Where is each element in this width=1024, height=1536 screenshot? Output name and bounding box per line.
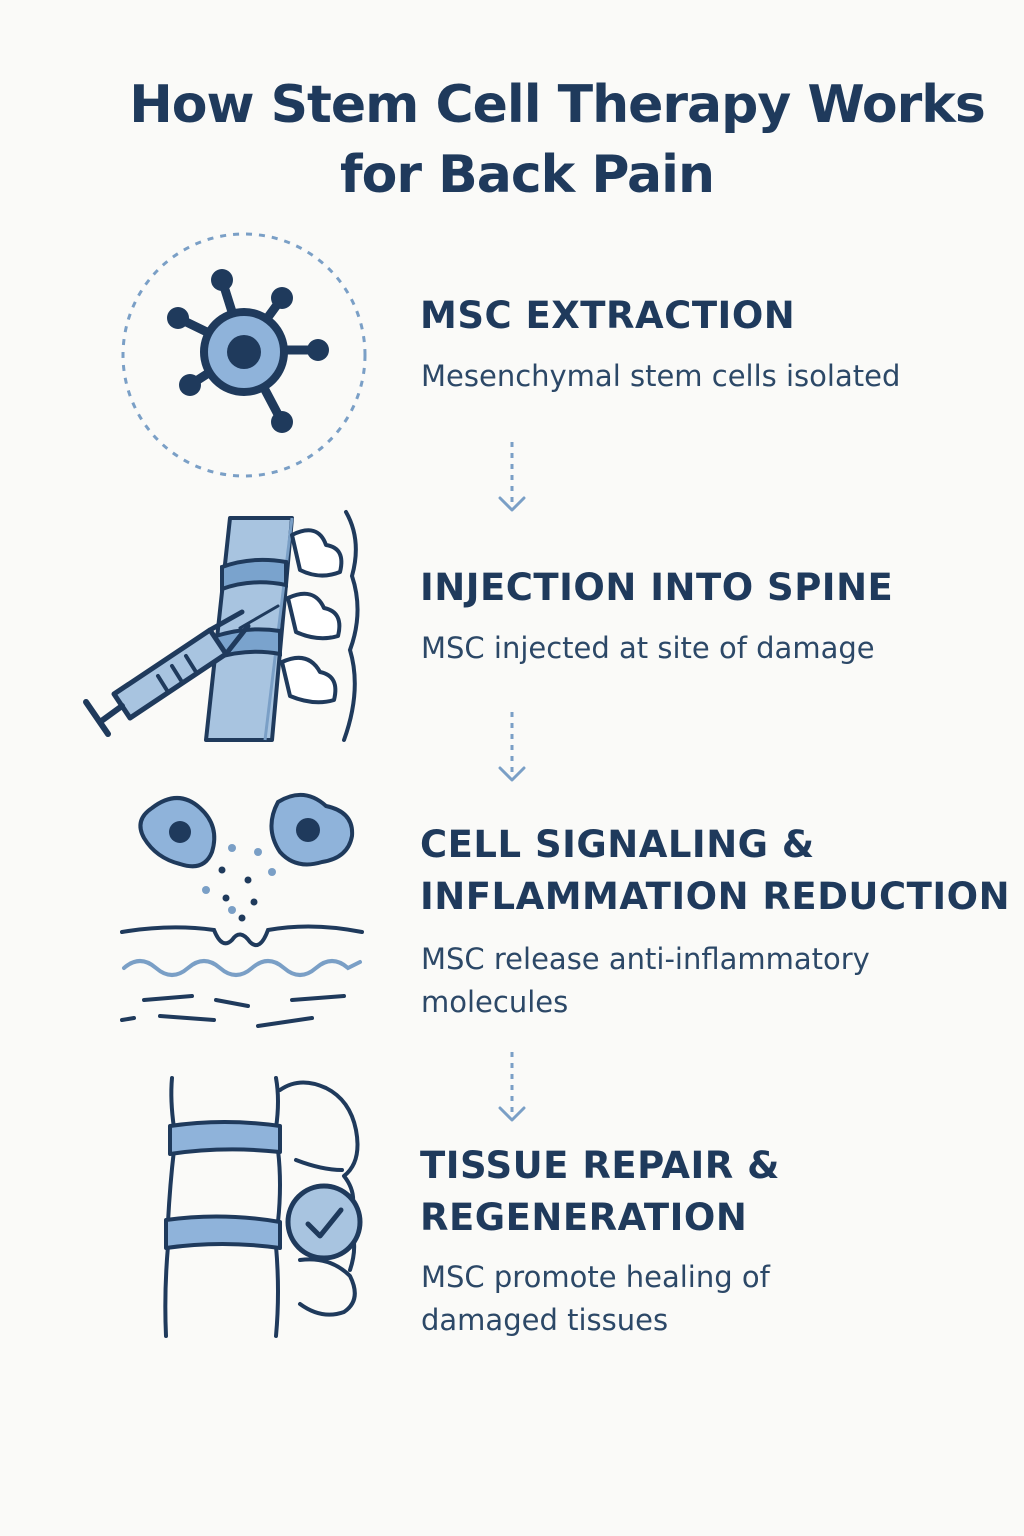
step-2-description: MSC injected at site of damage [421, 627, 875, 670]
dashed-arrow-down-icon [498, 442, 526, 512]
step-3-description-line-1: MSC release anti-inflammatory [421, 942, 870, 976]
step-3-description: MSC release anti-inflammatory molecules [421, 938, 870, 1024]
spine-repair-check-icon [163, 1076, 363, 1338]
step-1-description-text: Mesenchymal stem cells isolated [421, 359, 901, 393]
step-3-title: CELL SIGNALING & INFLAMMATION REDUCTION [420, 819, 1010, 923]
cell-signaling-icon [120, 793, 364, 1028]
stem-cell-icon [121, 232, 367, 478]
step-2-title: INJECTION INTO SPINE [420, 562, 893, 614]
spine-syringe-icon [83, 510, 360, 742]
step-4-description-line-1: MSC promote healing of [421, 1260, 770, 1294]
step-4-description-line-2: damaged tissues [421, 1303, 669, 1337]
step-4-title-line-1: TISSUE REPAIR & [420, 1144, 780, 1187]
step-1-title: MSC EXTRACTION [420, 290, 795, 342]
title-line-2: for Back Pain [340, 145, 715, 205]
step-1-title-text: MSC EXTRACTION [420, 294, 796, 337]
step-3-description-line-2: molecules [421, 985, 569, 1019]
step-3-title-line-2: INFLAMMATION REDUCTION [420, 875, 1011, 918]
dashed-arrow-down-icon [498, 712, 526, 782]
page-title: How Stem Cell Therapy Works for Back Pai… [0, 70, 1024, 210]
step-1-description: Mesenchymal stem cells isolated [421, 355, 900, 398]
step-4-title: TISSUE REPAIR & REGENERATION [420, 1140, 780, 1244]
step-2-description-text: MSC injected at site of damage [421, 631, 875, 665]
step-4-description: MSC promote healing of damaged tissues [421, 1256, 770, 1342]
step-2-title-text: INJECTION INTO SPINE [420, 566, 894, 609]
step-4-title-line-2: REGENERATION [420, 1196, 748, 1239]
step-3-title-line-1: CELL SIGNALING & [420, 823, 815, 866]
dashed-arrow-down-icon [498, 1052, 526, 1122]
title-line-1: How Stem Cell Therapy Works [129, 75, 986, 135]
